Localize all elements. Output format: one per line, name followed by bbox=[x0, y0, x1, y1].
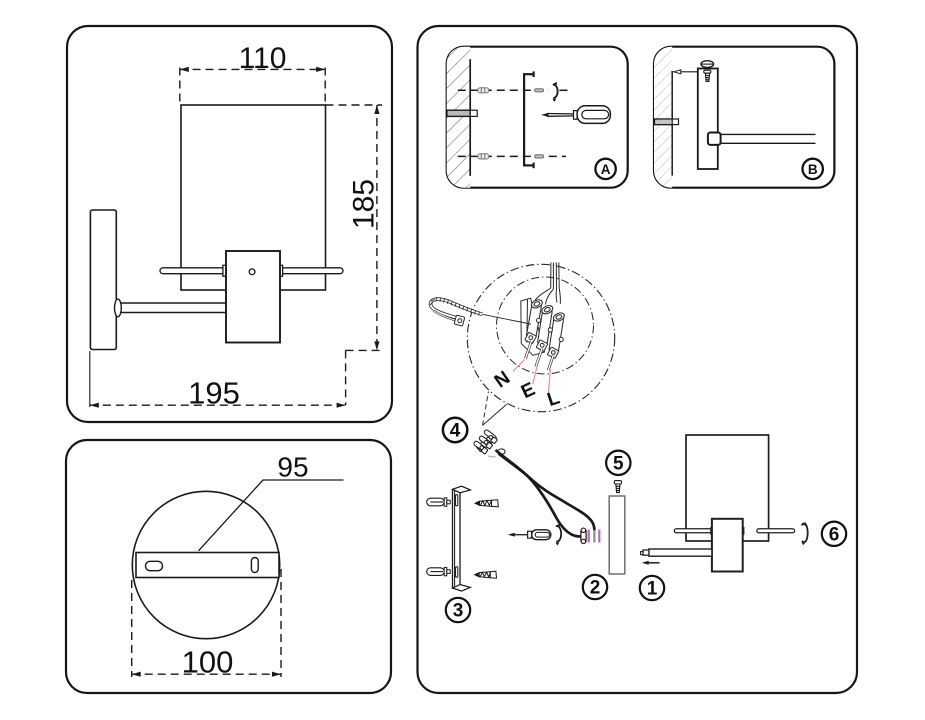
svg-text:185: 185 bbox=[348, 179, 381, 229]
svg-text:2: 2 bbox=[590, 578, 601, 599]
svg-text:95: 95 bbox=[277, 452, 308, 483]
svg-text:1: 1 bbox=[647, 579, 658, 600]
svg-text:4: 4 bbox=[450, 421, 461, 442]
svg-text:B: B bbox=[808, 162, 818, 177]
svg-text:5: 5 bbox=[613, 453, 624, 474]
svg-text:6: 6 bbox=[829, 524, 840, 545]
svg-text:3: 3 bbox=[453, 601, 464, 622]
svg-text:195: 195 bbox=[188, 376, 240, 411]
svg-text:A: A bbox=[601, 162, 611, 177]
svg-text:110: 110 bbox=[239, 42, 287, 75]
svg-text:100: 100 bbox=[182, 644, 234, 679]
